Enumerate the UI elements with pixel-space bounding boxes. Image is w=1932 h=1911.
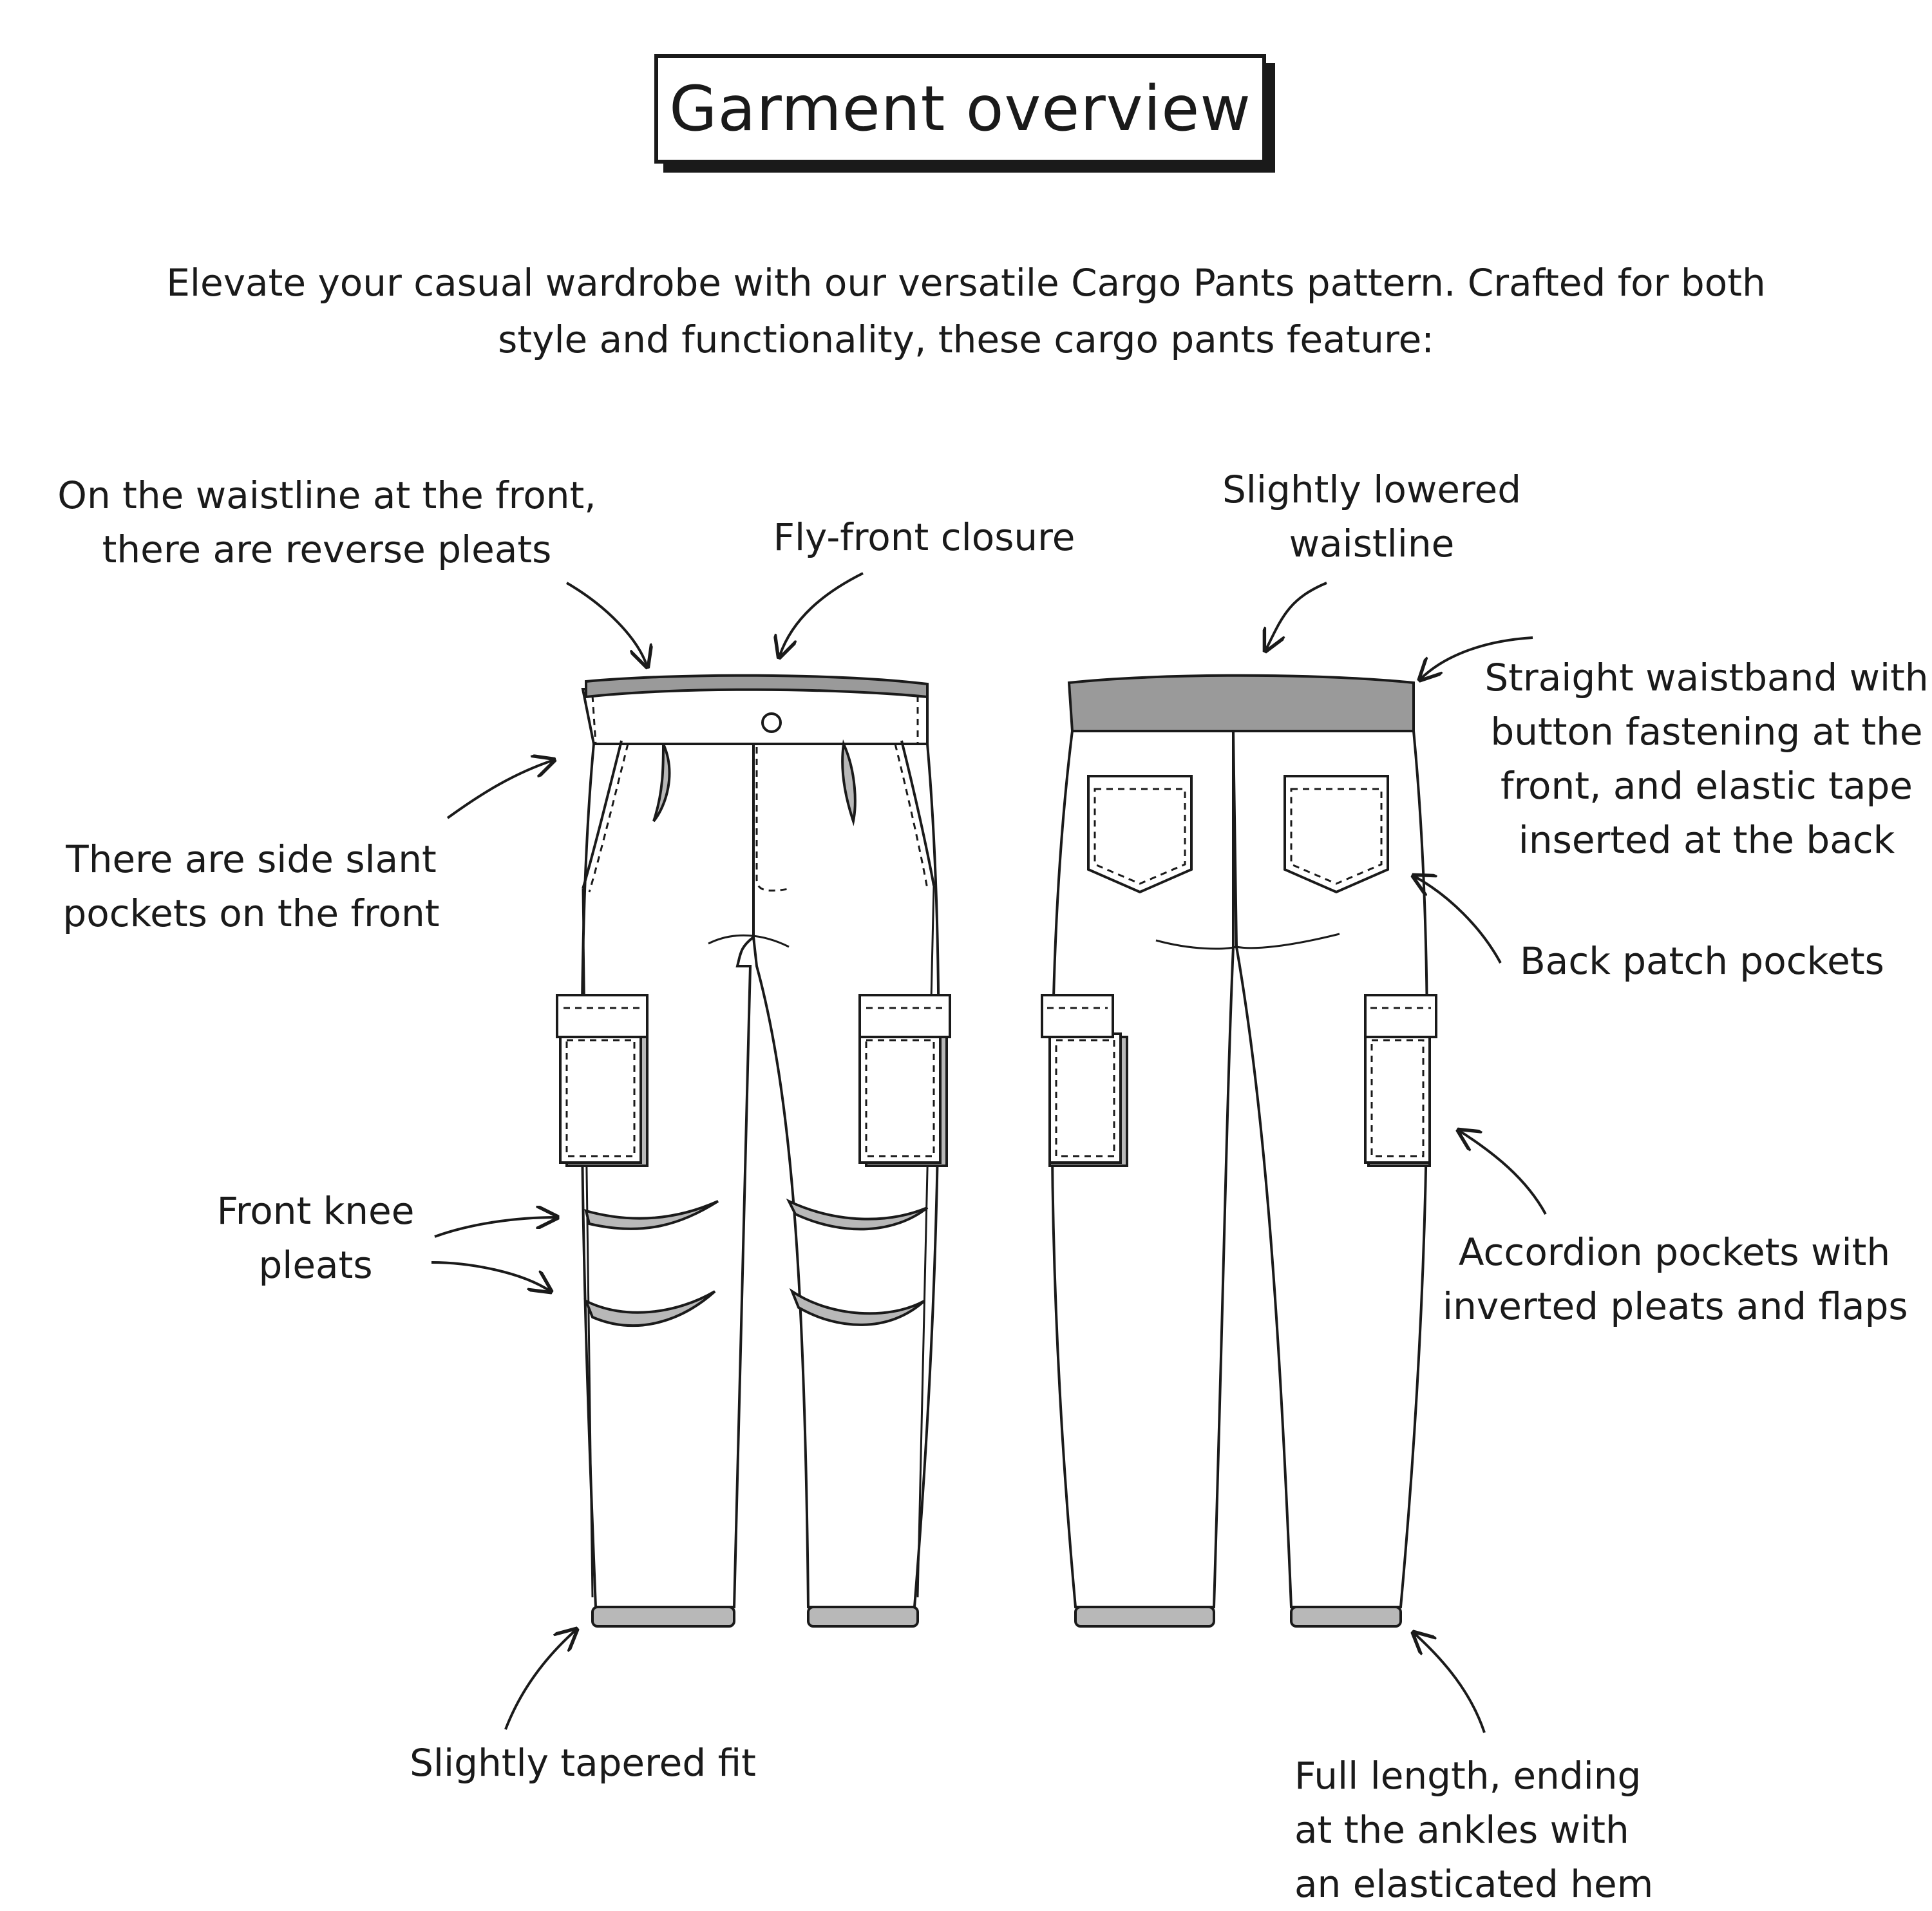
label-full-length-line-1: Full length, ending xyxy=(1294,1754,1642,1798)
arrow-tapered-fit xyxy=(504,1630,576,1730)
back-left-leg xyxy=(1050,730,1235,1608)
arrow-slant-pockets xyxy=(446,760,554,819)
label-waistband-line-4: inserted at the back xyxy=(1518,818,1895,862)
intro-paragraph: Elevate your casual wardrobe with our ve… xyxy=(129,254,1803,368)
label-slant-pockets: There are side slant pockets on the fron… xyxy=(48,832,454,940)
label-knee-pleats-line-2: pleats xyxy=(258,1243,373,1287)
label-back-patch-pockets: Back patch pockets xyxy=(1520,934,1884,988)
callout-arrows xyxy=(431,572,1547,1733)
label-lowered-waistline: Slightly lowered waistline xyxy=(1211,462,1533,571)
front-waistband xyxy=(581,688,929,745)
arrow-lowered-waistline xyxy=(1265,582,1327,651)
intro-line-2: style and functionality, these cargo pan… xyxy=(498,318,1434,361)
back-waistband-elastic xyxy=(1067,674,1415,732)
label-fly-front-line-1: Fly-front closure xyxy=(773,515,1075,559)
label-waistband-line-2: button fastening at the xyxy=(1490,710,1923,754)
back-view-pants xyxy=(1041,674,1437,1628)
page-title: Garment overview xyxy=(669,73,1251,145)
arrow-knee-pleats-2 xyxy=(431,1261,551,1291)
label-reverse-pleats-line-1: On the waistline at the front, xyxy=(57,473,596,517)
label-full-length-line-3: an elasticated hem xyxy=(1294,1862,1654,1906)
back-right-hem xyxy=(1290,1606,1402,1628)
arrow-back-patch-pockets xyxy=(1414,876,1502,964)
label-slant-pockets-line-1: There are side slant xyxy=(66,837,437,881)
front-right-cargo-flap xyxy=(858,994,951,1038)
front-view-pants xyxy=(556,674,951,1628)
label-lowered-waistline-line-1: Slightly lowered xyxy=(1222,468,1522,511)
front-left-leg xyxy=(580,743,755,1608)
label-reverse-pleats: On the waistline at the front, there are… xyxy=(48,468,605,576)
label-fly-front: Fly-front closure xyxy=(757,510,1092,564)
arrow-knee-pleats-1 xyxy=(434,1217,557,1238)
intro-line-1: Elevate your casual wardrobe with our ve… xyxy=(166,261,1766,305)
label-waistband-line-1: Straight waistband with xyxy=(1484,656,1929,699)
arrow-reverse-pleats xyxy=(565,582,647,667)
label-reverse-pleats-line-2: there are reverse pleats xyxy=(102,528,552,571)
back-left-hem xyxy=(1074,1606,1215,1628)
front-waistband-inner xyxy=(585,674,929,699)
label-full-length-line-2: at the ankles with xyxy=(1294,1808,1629,1852)
waist-button xyxy=(761,712,782,733)
label-tapered-fit: Slightly tapered fit xyxy=(399,1736,766,1790)
front-left-hem xyxy=(591,1606,735,1628)
label-knee-pleats: Front knee pleats xyxy=(206,1184,425,1292)
label-full-length: Full length, ending at the ankles with a… xyxy=(1294,1749,1655,1911)
arrow-waistband xyxy=(1420,636,1533,680)
arrow-accordion-pockets xyxy=(1459,1130,1547,1215)
label-back-patch-pockets-line-1: Back patch pockets xyxy=(1520,939,1884,983)
title-box: Garment overview xyxy=(654,54,1266,164)
back-right-patch-pocket xyxy=(1283,775,1389,894)
label-lowered-waistline-line-2: waistline xyxy=(1289,522,1455,566)
arrow-fly-front xyxy=(779,572,864,657)
front-left-cargo-flap xyxy=(556,994,649,1038)
back-right-leg xyxy=(1231,730,1429,1608)
back-right-cargo-flap xyxy=(1364,994,1437,1038)
label-accordion-pockets: Accordion pockets with inverted pleats a… xyxy=(1443,1225,1908,1333)
label-waistband-line-3: front, and elastic tape xyxy=(1501,764,1913,808)
label-accordion-pockets-line-1: Accordion pockets with xyxy=(1458,1230,1891,1274)
arrow-full-length xyxy=(1414,1633,1486,1733)
front-right-leg xyxy=(752,743,940,1608)
label-accordion-pockets-line-2: inverted pleats and flaps xyxy=(1443,1284,1908,1328)
label-slant-pockets-line-2: pockets on the front xyxy=(62,891,440,935)
back-left-patch-pocket xyxy=(1087,775,1193,894)
front-right-hem xyxy=(807,1606,919,1628)
back-left-cargo-flap xyxy=(1041,994,1114,1038)
label-knee-pleats-line-1: Front knee xyxy=(216,1189,415,1233)
label-waistband: Straight waistband with button fastening… xyxy=(1484,651,1929,867)
label-tapered-fit-line-1: Slightly tapered fit xyxy=(410,1741,756,1785)
